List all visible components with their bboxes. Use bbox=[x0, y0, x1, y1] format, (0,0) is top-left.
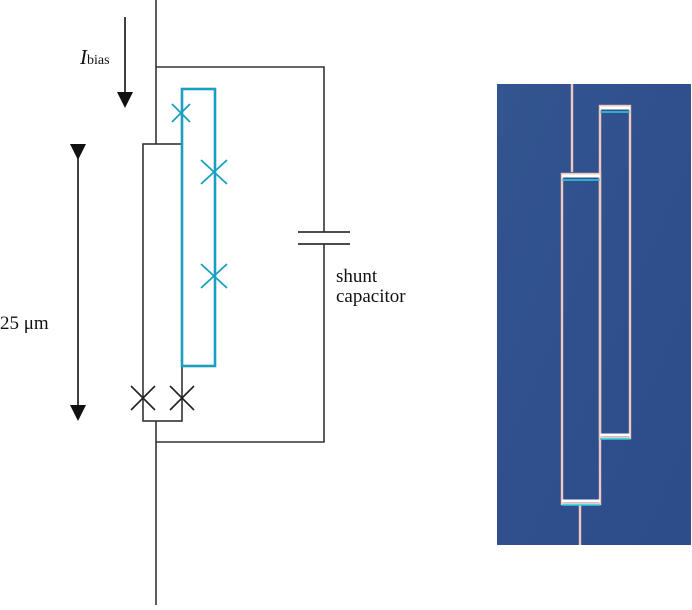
micrograph-photo bbox=[497, 84, 691, 545]
bias-current-label: Ibias bbox=[80, 47, 110, 68]
current-subscript: bias bbox=[87, 53, 110, 68]
bottom-rung bbox=[156, 244, 325, 443]
cyan-junctions bbox=[171, 103, 228, 289]
top-rung bbox=[156, 66, 325, 232]
capacitor-label-line1: shunt bbox=[336, 266, 378, 287]
shunt-capacitor bbox=[298, 231, 350, 245]
current-symbol: I bbox=[80, 45, 87, 69]
dimension-label: 25 μm bbox=[0, 313, 49, 334]
black-junctions bbox=[130, 385, 195, 411]
squid-loop bbox=[142, 143, 183, 422]
capacitor-label-line2: capacitor bbox=[336, 286, 406, 307]
cyan-loop bbox=[180, 87, 217, 368]
